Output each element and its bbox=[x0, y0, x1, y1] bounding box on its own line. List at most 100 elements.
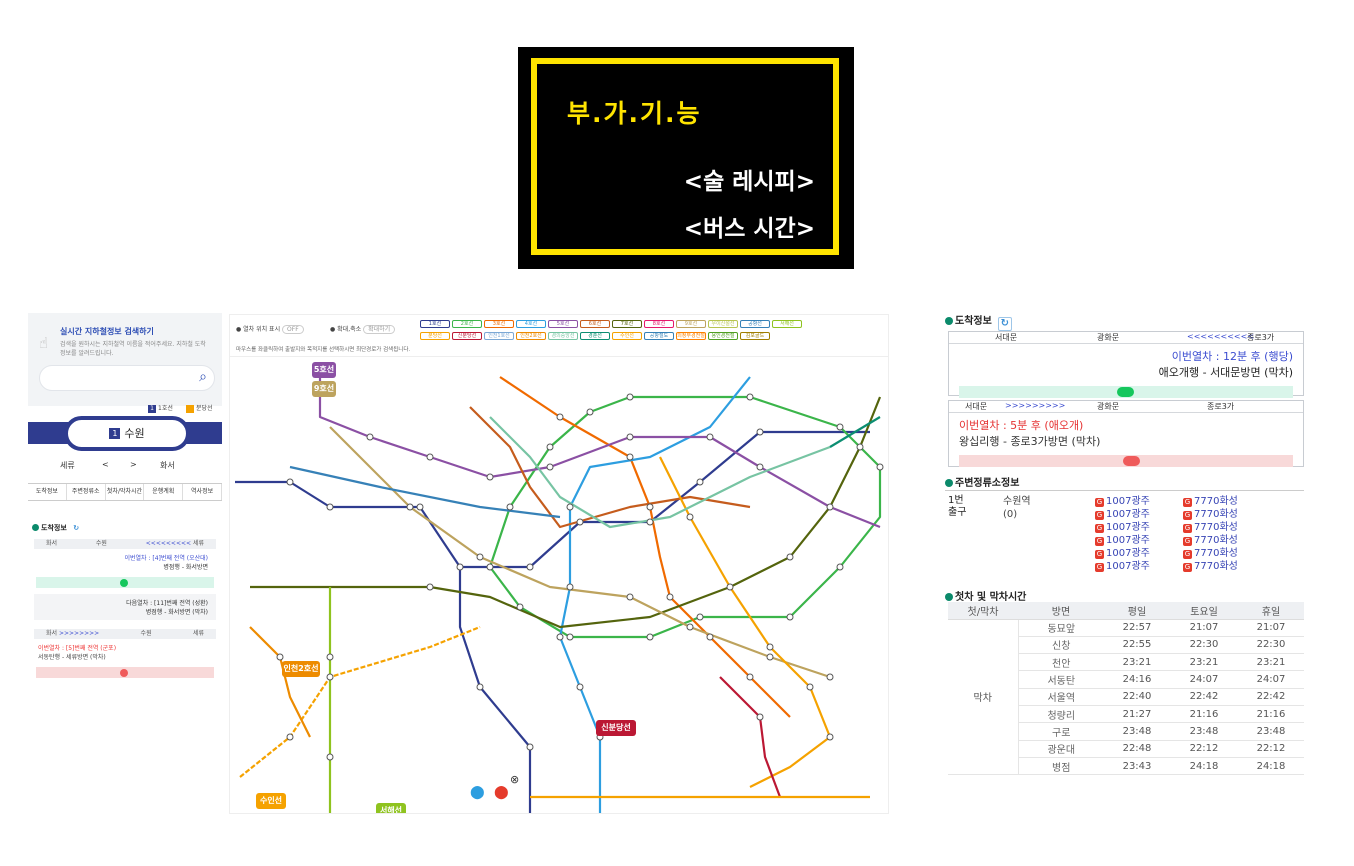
station-marker[interactable] bbox=[366, 433, 374, 441]
station-marker[interactable] bbox=[456, 563, 464, 571]
line-chip[interactable]: 공항선 bbox=[740, 320, 770, 328]
line-chip[interactable]: 인천2호선 bbox=[516, 332, 546, 340]
station-marker[interactable] bbox=[476, 683, 484, 691]
station-marker[interactable] bbox=[856, 443, 864, 451]
station-marker[interactable] bbox=[756, 713, 764, 721]
station-marker[interactable] bbox=[286, 478, 294, 486]
station-marker[interactable] bbox=[696, 478, 704, 486]
station-marker[interactable] bbox=[696, 613, 704, 621]
station-marker[interactable] bbox=[276, 653, 284, 661]
station-marker[interactable] bbox=[486, 563, 494, 571]
bus-route-name[interactable]: 1007광주 bbox=[1106, 548, 1150, 559]
zoom-option[interactable]: ● 확대,축소 확대하기 bbox=[330, 324, 396, 334]
line-chip[interactable]: 경춘선 bbox=[580, 332, 610, 340]
station-marker[interactable] bbox=[786, 613, 794, 621]
station-marker[interactable] bbox=[526, 743, 534, 751]
station-marker[interactable] bbox=[666, 593, 674, 601]
station-marker[interactable] bbox=[826, 673, 834, 681]
bus-route-name[interactable]: 1007광주 bbox=[1106, 496, 1150, 507]
station-marker[interactable] bbox=[406, 503, 414, 511]
station-marker[interactable] bbox=[326, 753, 334, 761]
station-marker[interactable] bbox=[766, 653, 774, 661]
line-chip[interactable]: 서해선 bbox=[772, 320, 802, 328]
station-marker[interactable] bbox=[566, 583, 574, 591]
line-chip[interactable]: 6호선 bbox=[580, 320, 610, 328]
tab-station-info[interactable]: 역사정보 bbox=[183, 484, 222, 500]
station-marker[interactable] bbox=[646, 518, 654, 526]
station-marker[interactable] bbox=[576, 683, 584, 691]
line-chip[interactable]: 9호선 bbox=[676, 320, 706, 328]
line-chip[interactable]: 김포골드 bbox=[740, 332, 770, 340]
station-marker[interactable] bbox=[426, 453, 434, 461]
line-chip[interactable]: 8호선 bbox=[644, 320, 674, 328]
station-marker[interactable] bbox=[626, 393, 634, 401]
station-marker[interactable] bbox=[766, 643, 774, 651]
station-marker[interactable] bbox=[556, 633, 564, 641]
station-marker[interactable] bbox=[426, 583, 434, 591]
station-marker[interactable] bbox=[576, 518, 584, 526]
station-marker[interactable] bbox=[646, 503, 654, 511]
station-marker[interactable] bbox=[626, 453, 634, 461]
station-marker[interactable] bbox=[706, 633, 714, 641]
station-marker[interactable] bbox=[566, 503, 574, 511]
origin-pin-icon[interactable]: ⬤ bbox=[470, 785, 485, 800]
search-icon[interactable]: ⌕ bbox=[199, 369, 207, 385]
line-chip[interactable]: 공항철도 bbox=[644, 332, 674, 340]
station-marker[interactable] bbox=[806, 683, 814, 691]
line-chip[interactable]: 4호선 bbox=[516, 320, 546, 328]
station-marker[interactable] bbox=[876, 463, 884, 471]
bus-route-name[interactable]: 7770화성 bbox=[1194, 496, 1238, 507]
zoom-button[interactable]: 확대하기 bbox=[363, 325, 396, 334]
next-arrow-icon[interactable]: > bbox=[130, 460, 137, 469]
bus-route-name[interactable]: 1007광주 bbox=[1106, 561, 1150, 572]
line-chip[interactable]: 의정부경전철 bbox=[676, 332, 706, 340]
station-marker[interactable] bbox=[746, 393, 754, 401]
line-chip[interactable]: 수인선 bbox=[612, 332, 642, 340]
station-marker[interactable] bbox=[516, 603, 524, 611]
bus-route-name[interactable]: 7770화성 bbox=[1194, 561, 1238, 572]
station-marker[interactable] bbox=[826, 503, 834, 511]
bus-route-name[interactable]: 1007광주 bbox=[1106, 509, 1150, 520]
station-marker[interactable] bbox=[786, 553, 794, 561]
station-marker[interactable] bbox=[556, 413, 564, 421]
station-marker[interactable] bbox=[326, 673, 334, 681]
station-marker[interactable] bbox=[546, 443, 554, 451]
station-marker[interactable] bbox=[756, 463, 764, 471]
line-chip[interactable]: 우이신설선 bbox=[708, 320, 738, 328]
prev-arrow-icon[interactable]: < bbox=[102, 460, 109, 469]
line-chip[interactable]: 용인경전철 bbox=[708, 332, 738, 340]
station-marker[interactable] bbox=[836, 423, 844, 431]
station-marker[interactable] bbox=[826, 733, 834, 741]
station-marker[interactable] bbox=[286, 733, 294, 741]
station-search-input[interactable]: ⌕ bbox=[39, 365, 215, 391]
line-chip[interactable]: 신분당선 bbox=[452, 332, 482, 340]
station-marker[interactable] bbox=[686, 623, 694, 631]
refresh-icon[interactable]: ↻ bbox=[73, 524, 80, 532]
station-marker[interactable] bbox=[546, 463, 554, 471]
station-marker[interactable] bbox=[836, 563, 844, 571]
bus-route-name[interactable]: 1007광주 bbox=[1106, 535, 1150, 546]
station-marker[interactable] bbox=[506, 503, 514, 511]
tab-nearby-stops[interactable]: 주변정류소 bbox=[67, 484, 106, 500]
line-chip[interactable]: 3호선 bbox=[484, 320, 514, 328]
tab-schedule[interactable]: 운행계획 bbox=[144, 484, 184, 500]
station-marker[interactable] bbox=[416, 503, 424, 511]
train-position-option[interactable]: ● 열차 위치 표시 OFF bbox=[236, 324, 304, 334]
station-marker[interactable] bbox=[626, 433, 634, 441]
close-icon[interactable]: ⊗ bbox=[510, 773, 520, 786]
station-marker[interactable] bbox=[626, 593, 634, 601]
train-position-toggle[interactable]: OFF bbox=[282, 325, 304, 334]
line-chip[interactable]: 5호선 bbox=[548, 320, 578, 328]
station-marker[interactable] bbox=[566, 633, 574, 641]
bus-route-name[interactable]: 7770화성 bbox=[1194, 548, 1238, 559]
line-chip[interactable]: 분당선 bbox=[420, 332, 450, 340]
next-station[interactable]: 화서 bbox=[160, 461, 175, 470]
